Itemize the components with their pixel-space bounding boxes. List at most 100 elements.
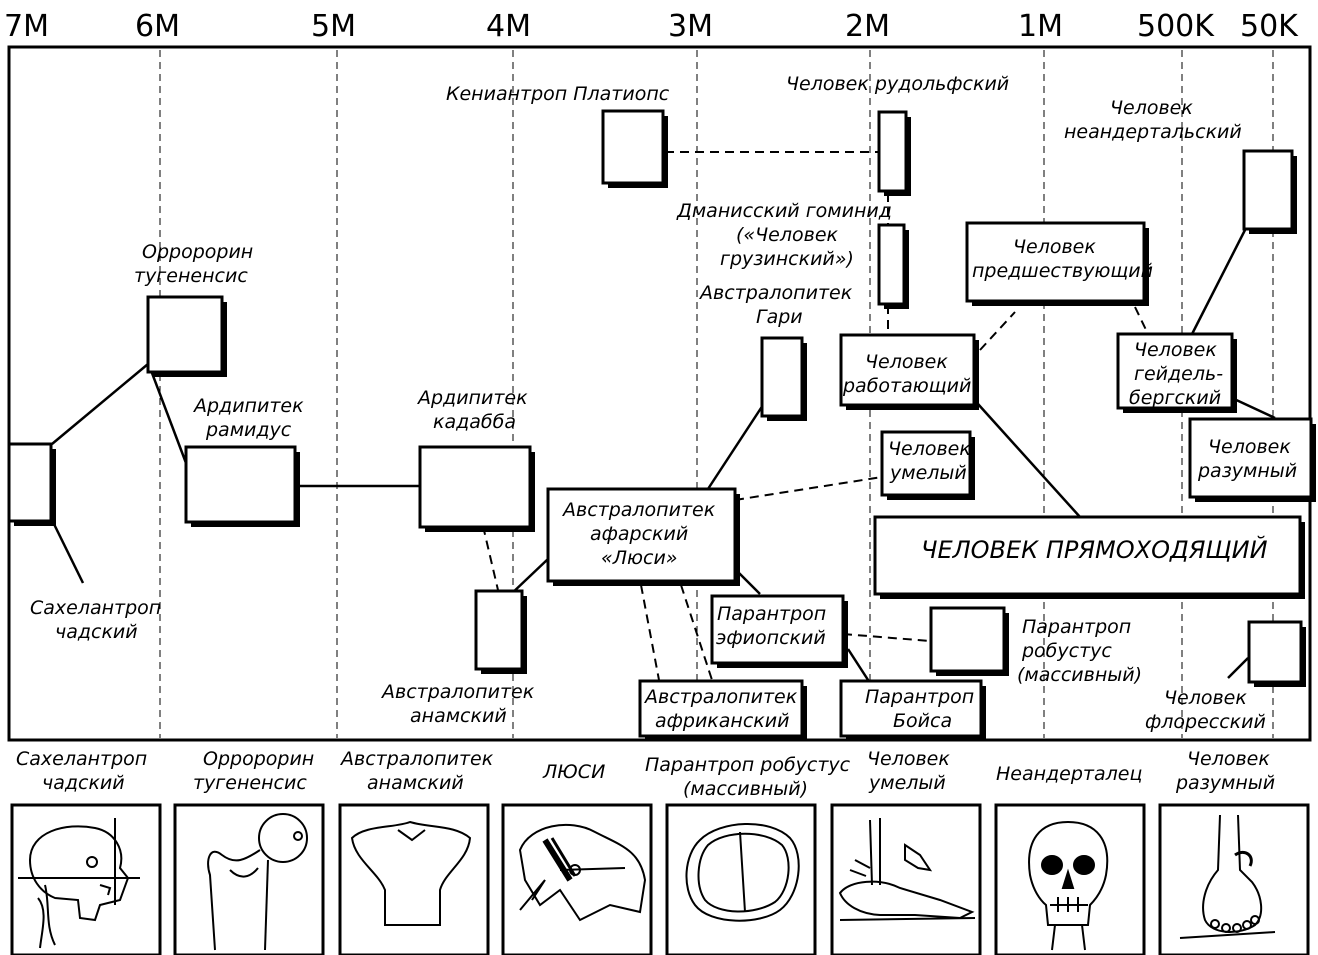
box-ramidus bbox=[184, 445, 300, 527]
label-sahelanthropus-2: чадский bbox=[55, 621, 138, 643]
panel-frame-2 bbox=[173, 803, 325, 955]
tick-6m: 6M bbox=[135, 9, 180, 44]
label-dmanisi-1: Дманисский гоминид bbox=[676, 200, 892, 222]
caption-8-line-2: разумный bbox=[1175, 772, 1275, 794]
foot-icon bbox=[1179, 814, 1276, 939]
caption-2-line-1: Орророрин bbox=[203, 748, 314, 770]
bottom-captions: Сахелантроп чадский Орророрин тугененсис… bbox=[16, 748, 1275, 800]
label-aethiopicus-1: Парантроп bbox=[717, 603, 826, 625]
label-floresiensis-2: флоресский bbox=[1145, 711, 1266, 733]
box-heidelbergensis bbox=[1116, 332, 1237, 413]
label-antecessor-1: Человек bbox=[1013, 236, 1096, 258]
label-heidelbergensis-1: Человек bbox=[1134, 339, 1217, 361]
label-ergaster-1: Человек bbox=[865, 351, 948, 373]
label-africanus-2: африканский bbox=[655, 710, 789, 732]
tick-1m: 1M bbox=[1018, 9, 1063, 44]
label-robustus-3: (массивный) bbox=[1017, 664, 1142, 686]
box-anamensis bbox=[474, 589, 527, 674]
label-afarensis-1: Австралопитек bbox=[561, 499, 716, 521]
caption-1-line-1: Сахелантроп bbox=[16, 748, 147, 770]
box-afarensis bbox=[546, 487, 740, 586]
tick-4m: 4M bbox=[486, 9, 531, 44]
label-antecessor-2: предшествующий bbox=[972, 260, 1153, 282]
box-antecessor bbox=[965, 221, 1149, 306]
box-habilis bbox=[880, 430, 975, 500]
label-habilis-2: умелый bbox=[889, 462, 967, 484]
box-neanderthalensis bbox=[1242, 149, 1297, 234]
label-ergaster-2: работающий bbox=[842, 375, 971, 397]
cranium-top-icon bbox=[685, 822, 800, 922]
bottom-panels bbox=[10, 803, 1310, 955]
caption-3-line-1: Австралопитек bbox=[339, 748, 494, 770]
caption-1-line-2: чадский bbox=[42, 772, 125, 794]
caption-5-line-2: (массивный) bbox=[683, 778, 808, 800]
label-anamensis-1: Австралопитек bbox=[380, 681, 535, 703]
label-afarensis-3: «Люси» bbox=[601, 547, 678, 569]
label-ramidus-1: Ардипитек bbox=[192, 395, 304, 417]
box-africanus bbox=[638, 679, 807, 741]
box-sapiens bbox=[1188, 417, 1316, 502]
caption-6-line-1: Человек bbox=[867, 748, 950, 770]
caption-7-line-1: Неандерталец bbox=[996, 763, 1142, 785]
box-erectus bbox=[873, 515, 1305, 599]
caption-4-line-1: ЛЮСИ bbox=[542, 761, 605, 783]
label-aethiopicus-2: эфиопский bbox=[716, 627, 826, 649]
box-garhi bbox=[760, 336, 807, 421]
label-afarensis-2: афарский bbox=[590, 523, 688, 545]
label-garhi-1: Австралопитек bbox=[698, 282, 853, 304]
label-orrorin-1: Орророрин bbox=[142, 241, 253, 263]
femur-icon bbox=[207, 813, 308, 951]
label-sapiens-1: Человек bbox=[1208, 436, 1291, 458]
label-heidelbergensis-2: гейдель- bbox=[1134, 363, 1223, 385]
label-robustus-2: робустус bbox=[1021, 640, 1112, 662]
hand-foot-icon bbox=[838, 818, 976, 921]
box-kadabba bbox=[418, 445, 535, 532]
caption-2-line-2: тугененсис bbox=[193, 772, 307, 794]
species-boxes bbox=[7, 109, 1316, 741]
panel-frame-1 bbox=[10, 803, 162, 955]
tick-3m: 3M bbox=[668, 9, 713, 44]
label-neanderthalensis-2: неандертальский bbox=[1064, 121, 1242, 143]
caption-5-line-1: Парантроп робустус bbox=[645, 754, 851, 776]
caption-8-line-1: Человек bbox=[1187, 748, 1270, 770]
label-boisei-2: Бойса bbox=[893, 710, 952, 732]
label-ramidus-2: рамидус bbox=[205, 419, 292, 441]
label-anamensis-2: анамский bbox=[410, 705, 507, 727]
skull-side-icon bbox=[18, 818, 140, 949]
tick-500k: 500K bbox=[1137, 9, 1215, 44]
tick-5m: 5M bbox=[311, 9, 356, 44]
box-sahelanthropus bbox=[7, 442, 56, 526]
label-sapiens-2: разумный bbox=[1197, 460, 1297, 482]
pelvis-icon bbox=[518, 823, 647, 922]
panel-frame-3 bbox=[338, 803, 490, 955]
label-kenyanthropus: Кениантроп Платиопс bbox=[446, 83, 670, 105]
box-orrorin bbox=[146, 295, 227, 377]
label-orrorin-2: тугененсис bbox=[134, 265, 248, 287]
box-boisei bbox=[839, 679, 986, 741]
label-heidelbergensis-3: бергский bbox=[1129, 387, 1221, 409]
panel-frame-6 bbox=[830, 803, 982, 955]
tick-2m: 2M bbox=[845, 9, 890, 44]
panel-frame-5 bbox=[665, 803, 817, 955]
label-neanderthalensis-1: Человек bbox=[1110, 97, 1193, 119]
label-erectus: ЧЕЛОВЕК ПРЯМОХОДЯЩИЙ bbox=[921, 535, 1268, 564]
label-rudolfensis: Человек рудольфский bbox=[786, 73, 1009, 95]
box-kenyanthropus bbox=[601, 109, 668, 188]
box-robustus bbox=[929, 606, 1009, 676]
species-labels: Кениантроп Платиопс Человек рудольфский … bbox=[30, 73, 1297, 733]
timeline-ticks: 7M 6M 5M 4M 3M 2M 1M 500K 50K bbox=[4, 9, 1299, 44]
label-robustus-1: Парантроп bbox=[1022, 616, 1131, 638]
label-garhi-2: Гари bbox=[756, 306, 803, 328]
label-dmanisi-3: грузинский») bbox=[720, 248, 854, 270]
label-kadabba-1: Ардипитек bbox=[416, 387, 528, 409]
label-boisei-1: Парантроп bbox=[865, 686, 974, 708]
caption-6-line-2: умелый bbox=[868, 772, 946, 794]
label-sahelanthropus-1: Сахелантроп bbox=[30, 597, 161, 619]
label-dmanisi-2: («Человек bbox=[736, 224, 839, 246]
label-kadabba-2: кадабба bbox=[433, 411, 516, 433]
label-habilis-1: Человек bbox=[888, 438, 971, 460]
label-floresiensis-1: Человек bbox=[1164, 687, 1247, 709]
tick-50k: 50K bbox=[1240, 9, 1299, 44]
caption-3-line-2: анамский bbox=[367, 772, 464, 794]
